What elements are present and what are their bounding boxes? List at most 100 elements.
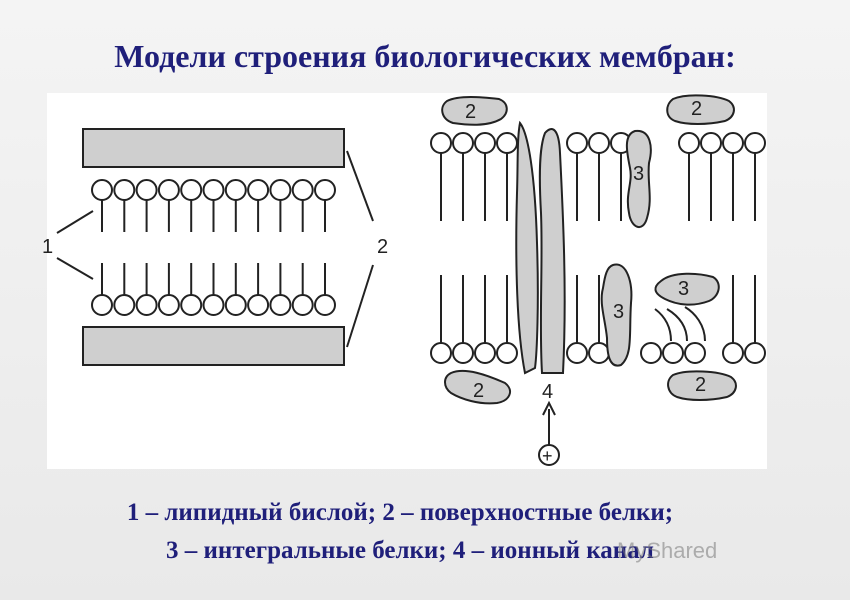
lipid-molecule [744,132,766,221]
lipid-molecule [291,263,314,316]
bent-tail-2 [666,308,688,342]
surface-protein-top-right [666,94,735,125]
lipid-head [224,294,247,316]
fluid-mosaic-model: 3 3 3 2 2 2 2 4 + [430,94,766,466]
lipid-head [722,132,744,154]
lipid-head [640,342,662,364]
lipid-head [113,294,136,316]
lipid-molecule [113,263,136,316]
lipid-molecule [291,179,314,232]
lipid-head [269,179,292,201]
lipid-head [135,294,158,316]
lipid-row-top-right [430,132,766,221]
lipid-row-top [91,179,336,232]
bent-tail-1 [654,308,672,342]
lipid-head [662,342,684,364]
lipid-head [202,179,225,201]
lipid-head [91,294,113,316]
lipid-head [247,179,270,201]
ion-channel-label: 4 [542,381,553,403]
lipid-head [224,179,247,201]
watermark: MyShared [617,538,718,563]
slide-title: Модели строения биологических мембран: [114,38,736,74]
lipid-molecule [247,263,270,316]
marker-2-line-b [346,264,374,348]
lipid-head [269,294,292,316]
lipid-head [684,342,706,364]
membrane-svg: 1 2 3 3 3 2 [42,94,766,466]
lipid-molecule [135,179,158,232]
surface-protein-layer-bottom [82,326,345,366]
lipid-molecule [678,132,700,221]
bent-tail-3 [684,306,706,342]
lipid-molecule [224,179,247,232]
lipid-head [700,132,722,154]
lipid-molecule [180,179,203,232]
lipid-molecule [269,179,292,232]
membrane-diagram: 1 2 3 3 3 2 [42,93,767,469]
cation-plus-sign: + [542,446,553,466]
surface-protein-top-right-label: 2 [691,98,702,120]
lipid-molecule [180,263,203,316]
lipid-molecule [224,263,247,316]
lipid-molecule [91,179,113,232]
lipid-head [744,132,766,154]
lipid-molecule [314,263,336,316]
lipid-head [247,294,270,316]
lipid-molecule [113,179,136,232]
surface-protein-bottom-left [444,369,512,405]
lipid-head [722,342,744,364]
lipid-head [430,342,452,364]
surface-protein-layer-top [82,128,345,168]
lipid-molecule [247,179,270,232]
marker-1-line-b [56,257,94,280]
cation-circle [538,444,560,466]
lipid-row-bottom-right [430,275,766,364]
lipid-molecule [202,179,225,232]
lipid-molecule [588,132,610,221]
integral-protein-side-label: 3 [678,278,689,300]
lipid-head [180,294,203,316]
lipid-head [91,179,113,201]
lipid-molecule [452,275,474,364]
lipid-molecule [722,132,744,221]
surface-protein-top-left [441,96,508,126]
surface-protein-bottom-right [667,370,737,401]
lipid-head [452,132,474,154]
ion-channel-protein-left [515,120,539,375]
integral-protein-side [654,272,720,306]
lipid-head [291,294,314,316]
lipid-molecule [496,275,518,364]
lipid-head [496,132,518,154]
integral-protein-upper [625,129,652,228]
surface-protein-top-left-label: 2 [465,101,476,123]
lipid-molecule [744,275,766,364]
lipid-molecule [430,132,452,221]
lipid-molecule [700,132,722,221]
lipid-head [678,132,700,154]
lipid-molecule [496,132,518,221]
marker-2-line-a [346,150,374,222]
integral-protein-upper-label: 3 [633,163,644,185]
lipid-molecule [566,275,588,364]
lipid-head [566,342,588,364]
ion-channel-protein-right [538,128,566,374]
lipid-molecule [474,132,496,221]
lipid-molecule [91,263,113,316]
lipid-head [135,179,158,201]
lipid-molecule [566,132,588,221]
lipid-head [113,179,136,201]
lipid-head [314,294,336,316]
lipid-head [496,342,518,364]
lipid-molecule [202,263,225,316]
lipid-head [180,179,203,201]
lipid-head [452,342,474,364]
lipid-head [291,179,314,201]
lipid-molecule [314,179,336,232]
lipid-head [588,342,610,364]
marker-1-line-a [56,210,94,234]
lipid-head [474,342,496,364]
lipid-molecule [135,263,158,316]
lipid-head [202,294,225,316]
lipid-head [744,342,766,364]
